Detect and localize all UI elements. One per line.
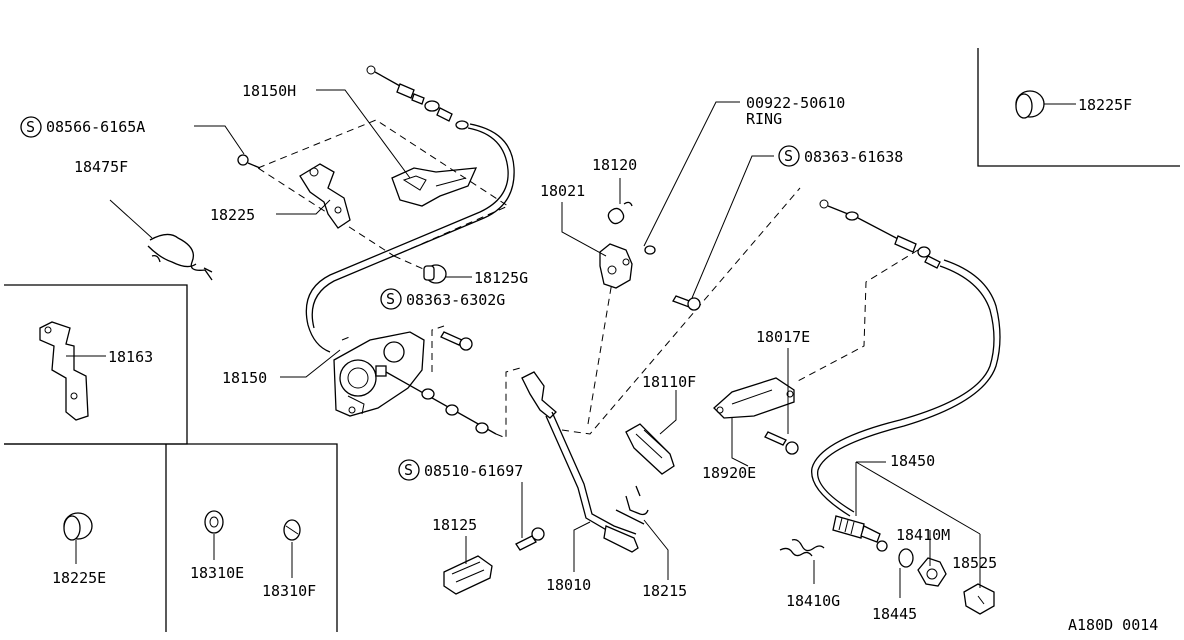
pedal-pad-18110f — [625, 423, 675, 475]
dashed-pedal-bracket — [587, 271, 629, 425]
screw-symbol-08363-6302g: S — [386, 290, 395, 308]
screw-08566 — [237, 154, 261, 169]
label-18017e: 18017E — [756, 328, 810, 346]
diagram-code: A180D 0014 — [1068, 616, 1158, 634]
label-18410g: 18410G — [786, 592, 840, 610]
label-18410m: 18410M — [896, 526, 950, 544]
clip-18410g — [779, 538, 825, 557]
actuator-18150 — [333, 331, 425, 417]
pedal-arm-18010 — [521, 371, 645, 553]
label-18310e: 18310E — [190, 564, 244, 582]
bracket-18225 — [299, 163, 351, 229]
bracket-18150h — [391, 167, 478, 207]
screw-symbol-08566: S — [26, 118, 35, 136]
label-18021: 18021 — [540, 182, 585, 200]
label-18225e: 18225E — [52, 569, 106, 587]
actuator-cable — [385, 367, 521, 439]
leader-lines — [66, 89, 1076, 598]
label-18150: 18150 — [222, 369, 267, 387]
label-18310f: 18310F — [262, 582, 316, 600]
label-18150h: 18150H — [242, 82, 296, 100]
ring-00922 — [644, 245, 656, 255]
label-18125: 18125 — [432, 516, 477, 534]
grommet-18225f — [1015, 90, 1045, 119]
panel-frames — [4, 48, 1180, 632]
label-18163: 18163 — [108, 348, 153, 366]
label-08363-6302g: 08363-6302G — [406, 291, 505, 309]
label-18215: 18215 — [642, 582, 687, 600]
label-18225: 18225 — [210, 206, 255, 224]
adjuster-18410m — [832, 515, 888, 552]
label-08510-61697: 08510-61697 — [424, 462, 523, 480]
part-labels: 18150H 08566-6165A 18475F 18225 18125G 0… — [46, 82, 1158, 634]
spring-18215 — [625, 485, 649, 516]
dashed-cable-link — [795, 249, 919, 383]
clip-18310f — [283, 519, 301, 541]
washer-18445 — [898, 548, 914, 568]
label-ring: RING — [746, 110, 782, 128]
label-18475f: 18475F — [74, 158, 128, 176]
label-08363-61638: 08363-61638 — [804, 148, 903, 166]
bracket-18017e — [713, 377, 795, 419]
label-18450: 18450 — [890, 452, 935, 470]
label-00922-50610: 00922-50610 — [746, 94, 845, 112]
accelerator-cable — [811, 199, 1001, 517]
clip-18475f — [147, 233, 213, 281]
label-18920e: 18920E — [702, 464, 756, 482]
pad-18125 — [443, 555, 493, 595]
bolt-08363-6302g — [440, 331, 473, 351]
grommet-18225e — [63, 512, 93, 541]
bracket-18021 — [599, 243, 633, 289]
label-18445: 18445 — [872, 605, 917, 623]
grommet-18525 — [963, 583, 995, 615]
bolt-08363-61638 — [672, 295, 701, 311]
bolt-08510-61697 — [515, 527, 545, 551]
label-18525: 18525 — [952, 554, 997, 572]
dashed-outline-upper — [256, 119, 510, 273]
bolt-18920e — [764, 431, 799, 455]
label-18110f: 18110F — [642, 373, 696, 391]
bracket-18163 — [39, 321, 89, 421]
screw-symbol-08363-61638: S — [784, 147, 793, 165]
nut-18410m — [917, 557, 947, 587]
label-08566-6165a: 08566-6165A — [46, 118, 145, 136]
screw-symbol-08510: S — [404, 461, 413, 479]
label-18125g: 18125G — [474, 269, 528, 287]
spring-18120 — [607, 201, 633, 225]
throttle-cable-upper — [305, 65, 515, 353]
clip-18310e — [204, 510, 224, 534]
label-18010: 18010 — [546, 576, 591, 594]
screw-symbols: S S S S — [20, 116, 800, 481]
label-18120: 18120 — [592, 156, 637, 174]
label-18225f: 18225F — [1078, 96, 1132, 114]
stopper-18125g — [423, 264, 447, 284]
dashed-pedal-lower — [561, 187, 801, 435]
dashed-to-bolt — [431, 325, 445, 372]
